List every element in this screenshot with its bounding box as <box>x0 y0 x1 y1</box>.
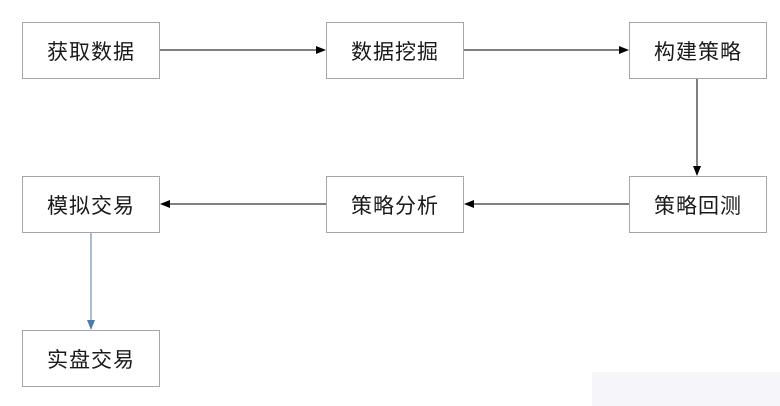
background-patch <box>592 372 780 406</box>
node-build-strategy: 构建策略 <box>629 22 767 79</box>
node-strategy-analysis: 策略分析 <box>326 176 464 233</box>
node-get-data: 获取数据 <box>22 22 160 79</box>
node-live-trading: 实盘交易 <box>22 330 160 387</box>
node-simulated-trading: 模拟交易 <box>22 176 160 233</box>
node-strategy-backtest: 策略回测 <box>629 176 767 233</box>
node-data-mining: 数据挖掘 <box>326 22 464 79</box>
